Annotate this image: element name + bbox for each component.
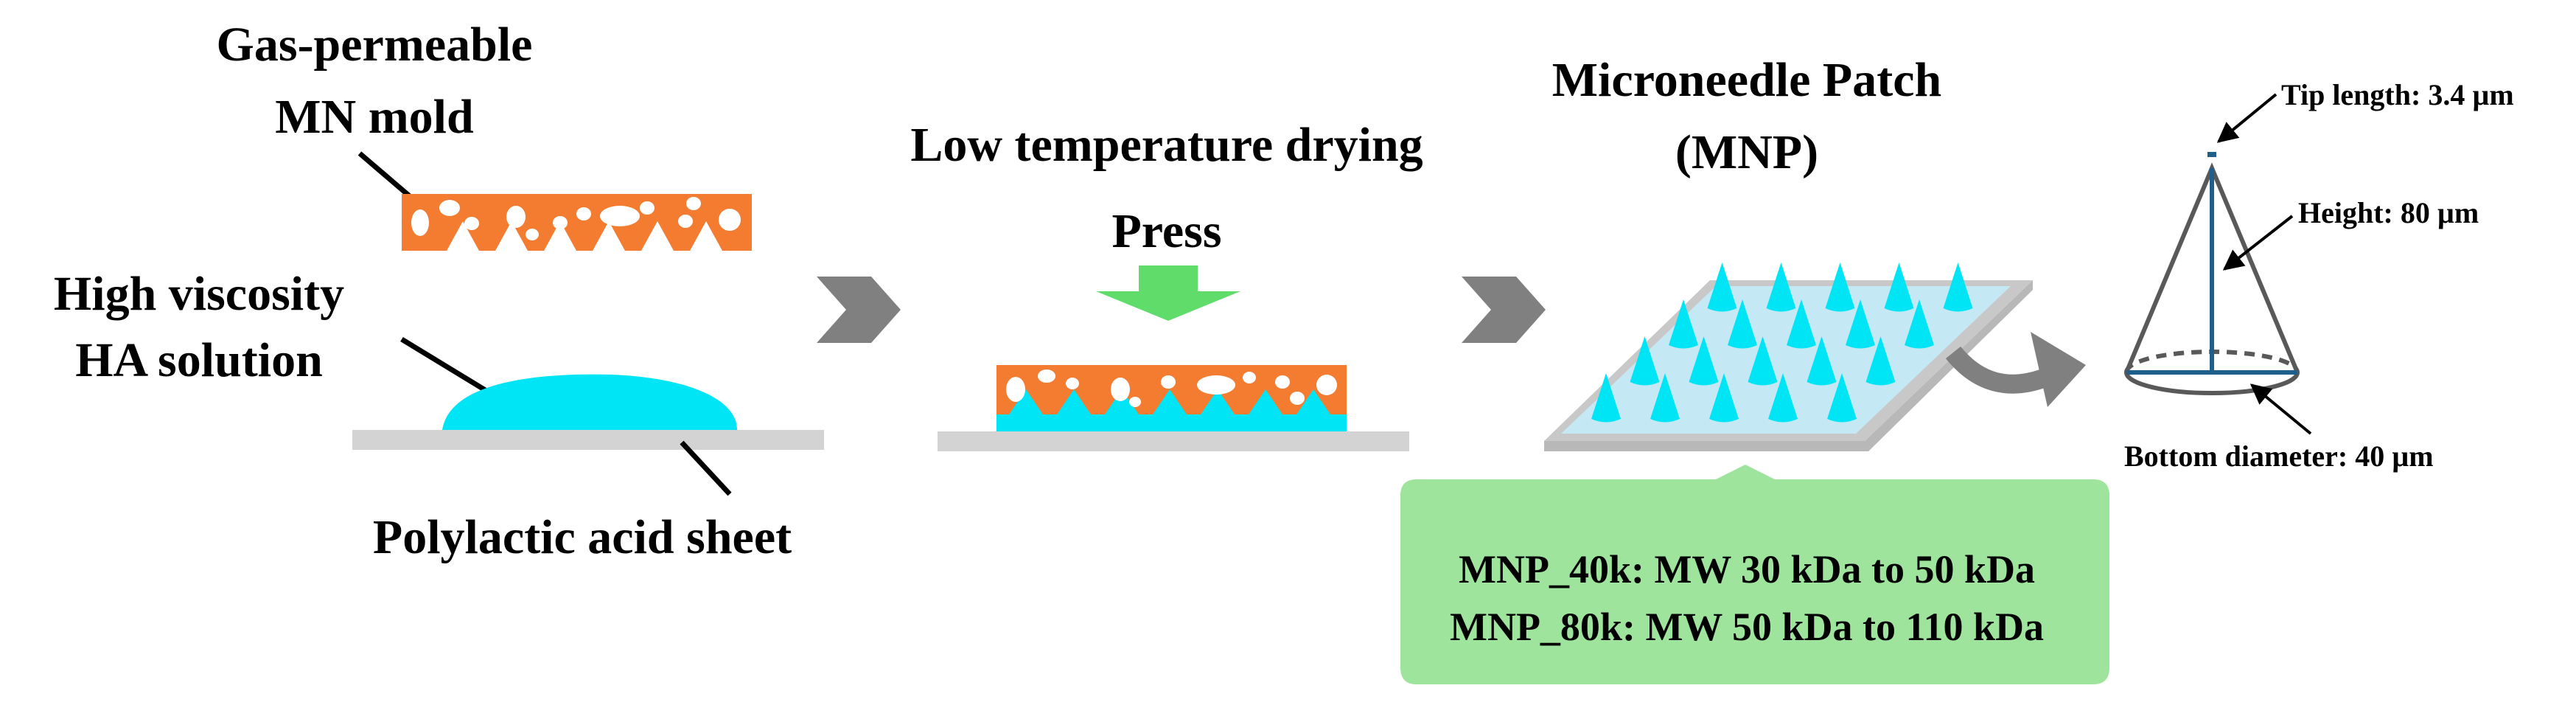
- microneedle: [1865, 336, 1896, 386]
- info-box-line2: MNP_80k: MW 50 kDa to 110 kDa: [1450, 605, 2044, 649]
- patch-label-line2: (MNP): [1675, 125, 1818, 179]
- diameter-pointer: [2249, 383, 2312, 435]
- microneedle: [1709, 373, 1739, 423]
- press-label: Press: [1111, 204, 1221, 258]
- sheet-leader-line: [680, 440, 732, 496]
- microneedle: [1748, 336, 1778, 386]
- polylactic-acid-sheet: [352, 430, 824, 450]
- microneedle: [1943, 263, 1973, 312]
- solution-leader-line: [400, 337, 488, 393]
- height-pointer: [2222, 215, 2294, 271]
- mold-label-line1: Gas-permeable: [217, 18, 533, 72]
- microneedle: [1591, 373, 1621, 423]
- patch-label-line1: Microneedle Patch: [1552, 53, 1941, 107]
- flow-arrow-1: [817, 277, 901, 343]
- microneedle: [1846, 299, 1875, 349]
- microneedle: [1630, 336, 1660, 386]
- flow-arrow-2: [1462, 277, 1546, 343]
- tip-pointer: [2216, 93, 2277, 143]
- microneedle: [1905, 299, 1934, 349]
- mold-label-line2: MN mold: [275, 90, 473, 144]
- sheet-label: Polylactic acid sheet: [373, 510, 792, 564]
- microneedle: [1825, 263, 1855, 312]
- microneedle: [1827, 373, 1857, 423]
- microneedle: [1669, 299, 1698, 349]
- solution-label-line2: HA solution: [75, 333, 323, 387]
- height-label: Height: 80 µm: [2298, 196, 2479, 229]
- microneedle: [1728, 299, 1757, 349]
- curved-arrow-head: [2031, 332, 2086, 407]
- curved-arrow-shaft: [1945, 346, 2049, 394]
- microneedle: [1650, 373, 1680, 423]
- info-box-line1: MNP_40k: MW 30 kDa to 50 kDa: [1459, 547, 2035, 591]
- microneedle-patch: [1544, 263, 2033, 451]
- cone-base-front: [2124, 372, 2300, 395]
- microneedle: [1768, 373, 1798, 423]
- microneedle: [1689, 336, 1719, 386]
- molecular-weight-info-box: [1400, 465, 2109, 684]
- gas-permeable-mold: [402, 194, 752, 251]
- pressed-mold-assembly: [938, 365, 1409, 451]
- diameter-label: Bottom diameter: 40 µm: [2124, 440, 2434, 473]
- microneedle: [1807, 336, 1837, 386]
- microneedle: [1707, 263, 1737, 312]
- tip-length-label: Tip length: 3.4 µm: [2281, 78, 2514, 111]
- microneedle: [1766, 263, 1796, 312]
- tip-marker: [2207, 152, 2216, 157]
- ha-solution-droplet: [442, 374, 737, 430]
- microneedle: [1884, 263, 1914, 312]
- microneedle-cone-schematic: [2124, 152, 2300, 395]
- drying-label: Low temperature drying: [910, 118, 1423, 172]
- press-arrow: [1096, 265, 1240, 321]
- solution-label-line1: High viscosity: [54, 267, 344, 321]
- microneedle: [1787, 299, 1816, 349]
